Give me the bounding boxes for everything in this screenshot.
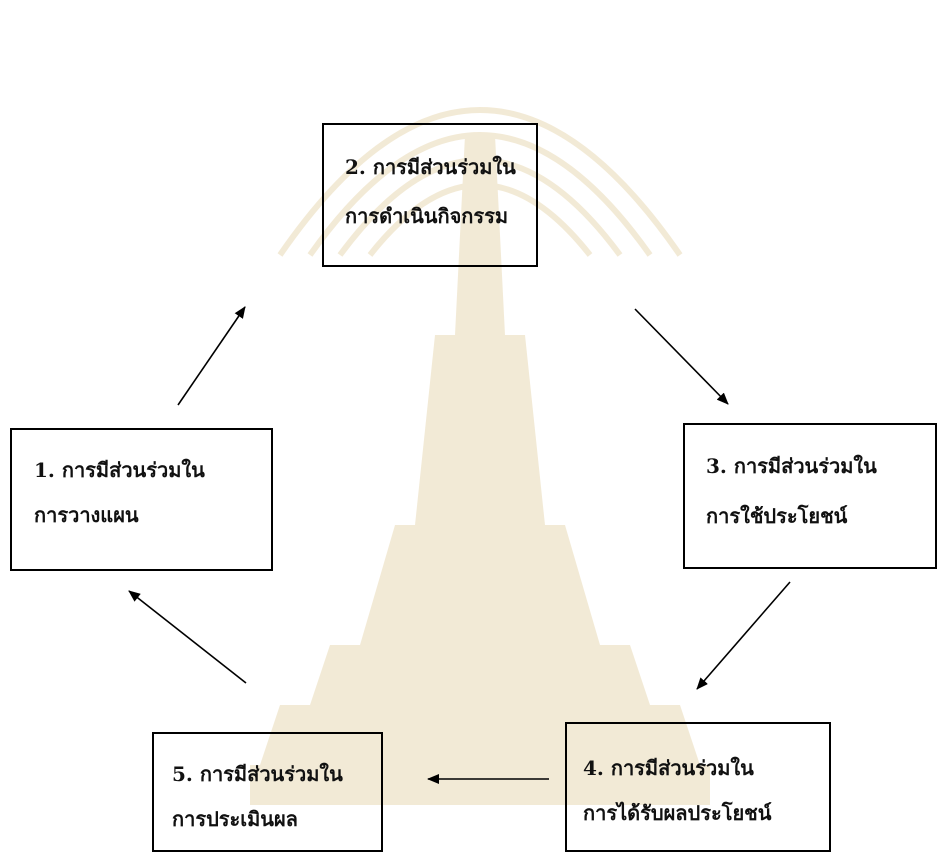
step-3-label: 3. การมีส่วนร่วมใน — [706, 454, 877, 478]
step-box-5: 5. การมีส่วนร่วมใน การประเมินผล — [152, 732, 383, 852]
step-1-label: 1. การมีส่วนร่วมใน — [34, 458, 205, 482]
step-1-description: การวางแผน — [34, 503, 139, 527]
step-4-label: 4. การมีส่วนร่วมใน — [583, 756, 754, 780]
step-2-label: 2. การมีส่วนร่วมใน — [345, 155, 516, 179]
step-3-description: การใช้ประโยชน์ — [706, 504, 848, 528]
arrow-2-to-3 — [634, 308, 729, 405]
arrow-5-to-1 — [128, 590, 247, 684]
step-2-description: การดำเนินกิจกรรม — [345, 204, 509, 228]
step-box-3: 3. การมีส่วนร่วมใน การใช้ประโยชน์ — [683, 423, 937, 569]
step-5-label: 5. การมีส่วนร่วมใน — [172, 762, 343, 786]
step-4-description: การได้รับผลประโยชน์ — [583, 801, 772, 825]
step-box-4: 4. การมีส่วนร่วมใน การได้รับผลประโยชน์ — [565, 722, 831, 852]
arrow-3-to-4 — [696, 581, 791, 690]
step-box-2: 2. การมีส่วนร่วมใน การดำเนินกิจกรรม — [322, 123, 538, 267]
arrow-1-to-2 — [177, 306, 246, 406]
step-5-description: การประเมินผล — [172, 807, 298, 831]
step-box-1: 1. การมีส่วนร่วมใน การวางแผน — [10, 428, 273, 571]
